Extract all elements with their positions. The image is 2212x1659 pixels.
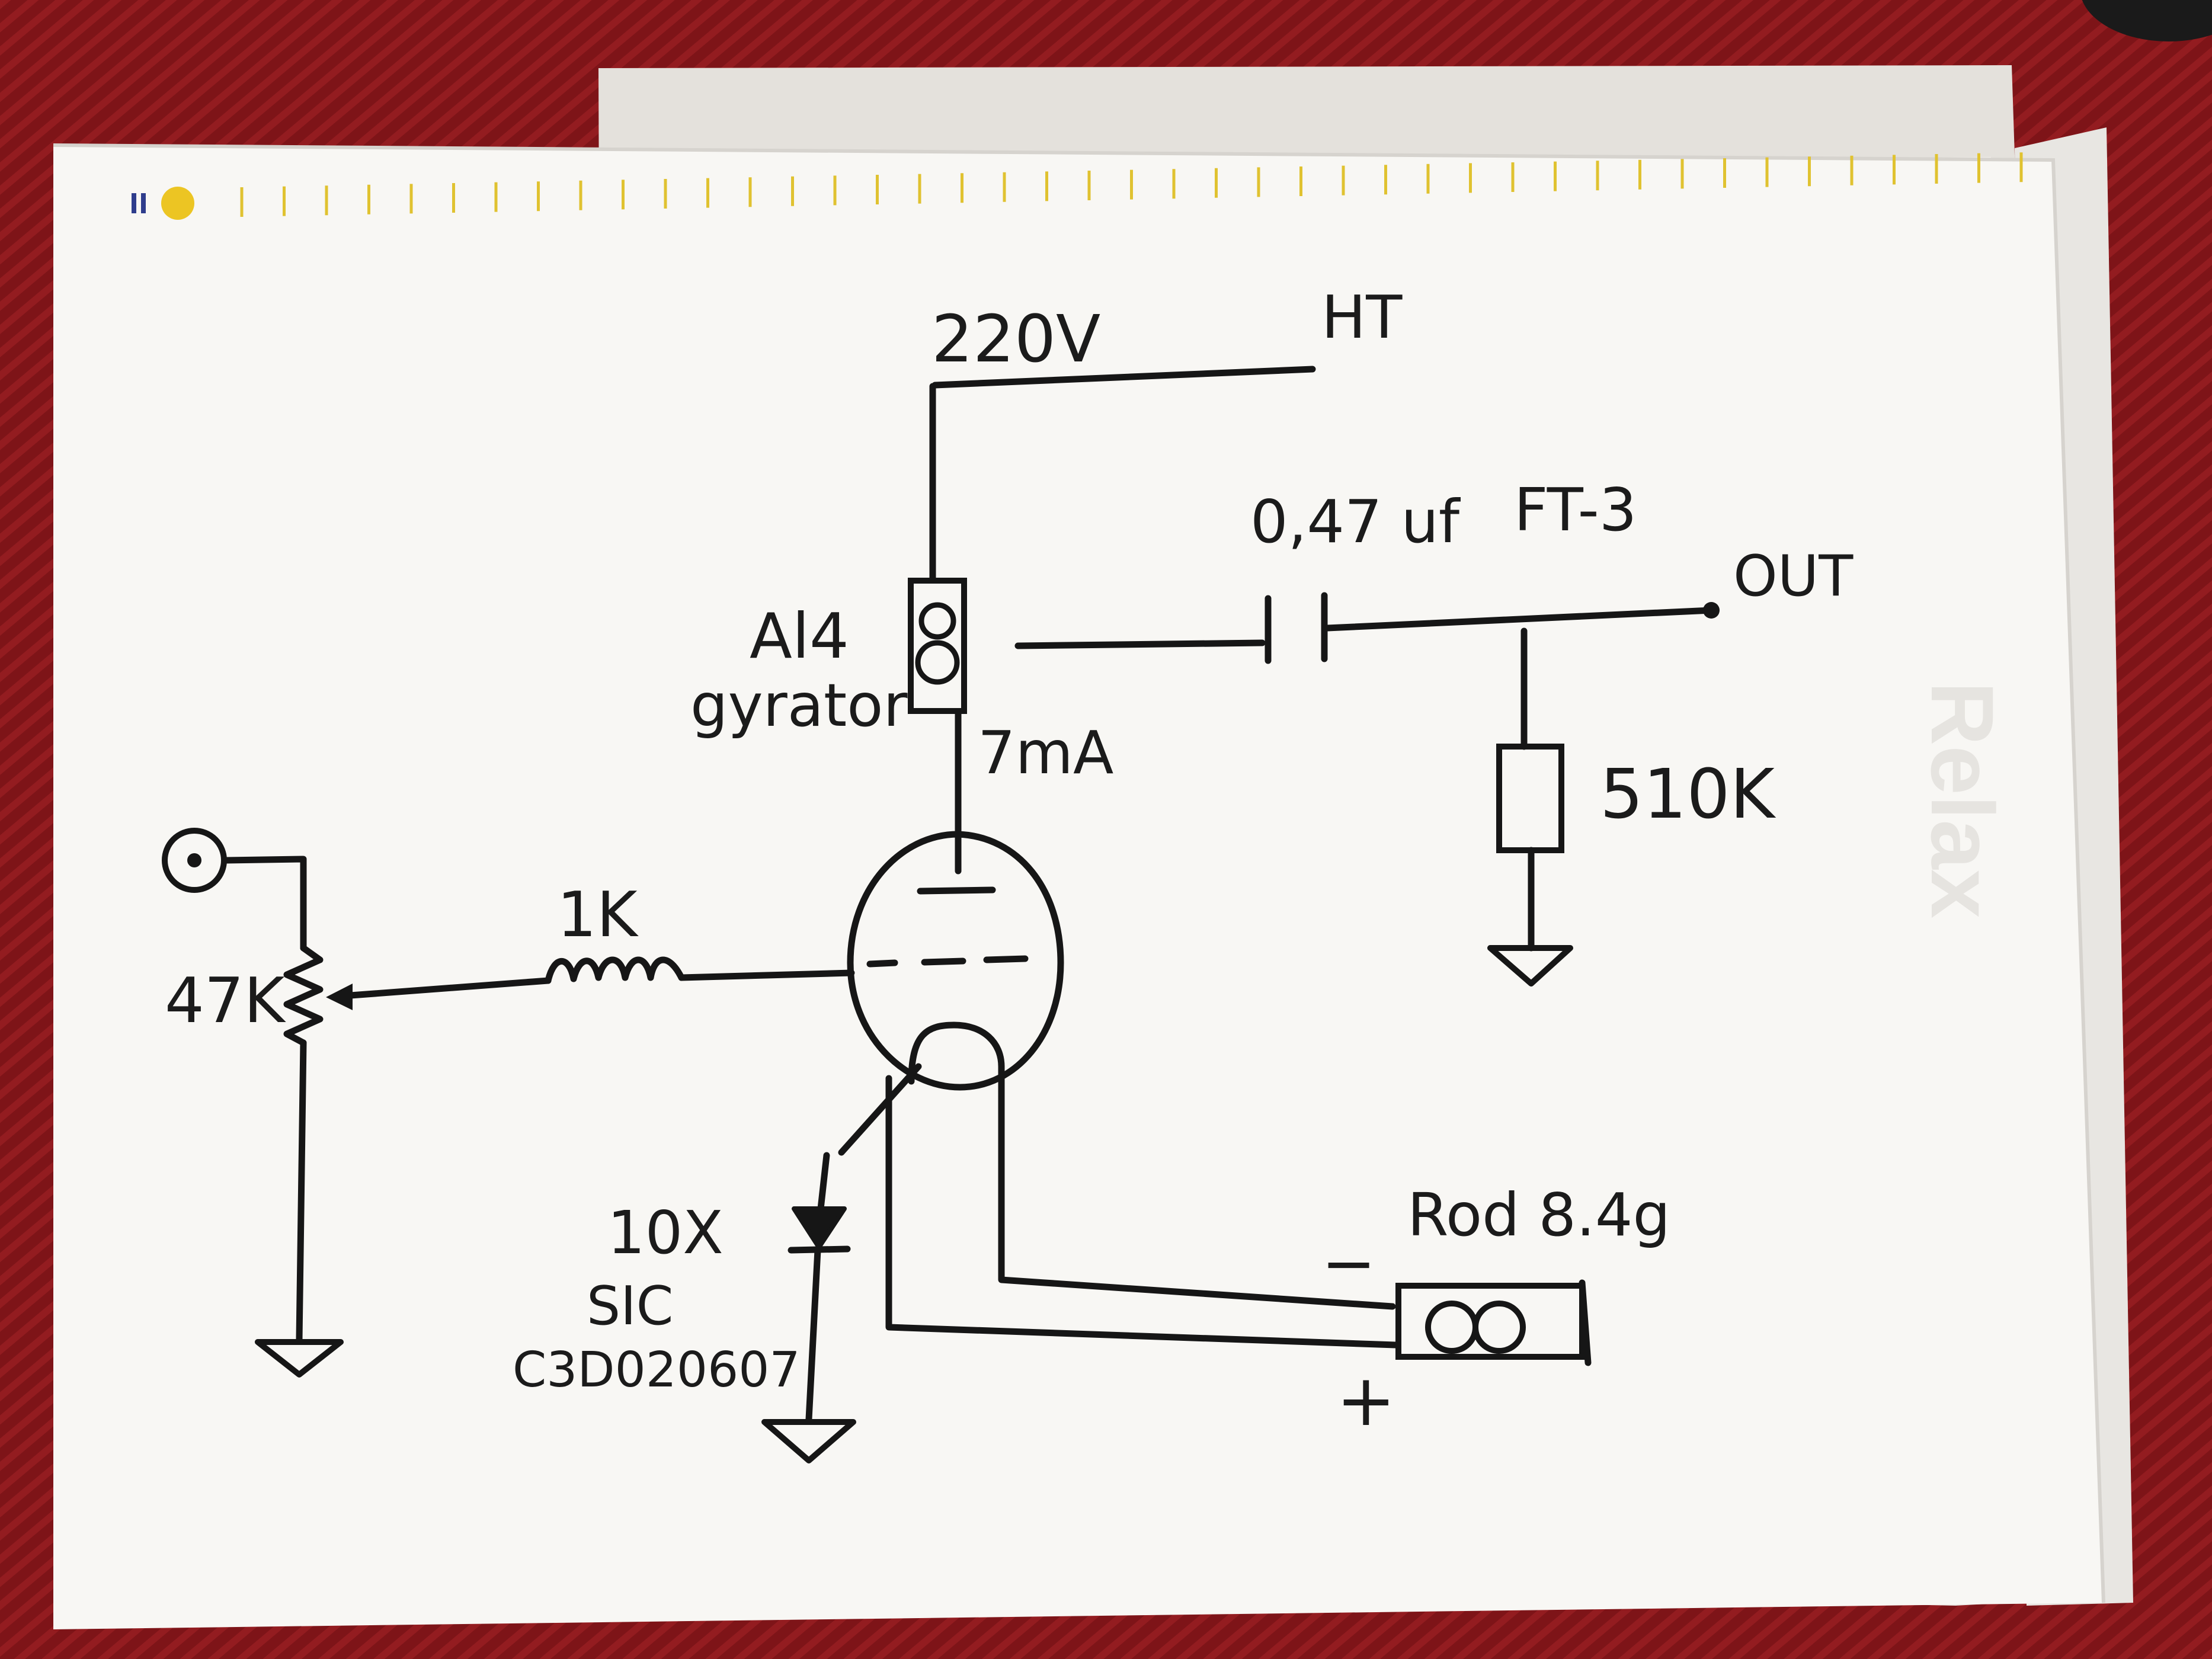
schematic: 220V HT Al4 gyrator 7mA 0,47 uf FT-3 OUT… <box>162 283 1854 1463</box>
resistor-icon <box>545 956 685 984</box>
load-resistor-label: 510K <box>1600 755 1776 834</box>
blue-tab-2 <box>141 193 146 213</box>
wiper-wire <box>331 977 552 1000</box>
input-wire <box>222 856 307 952</box>
grid-resistor-label: 1K <box>557 879 639 951</box>
margin-marks <box>240 152 2023 217</box>
tube-plate-electrode <box>917 886 996 895</box>
triode-tube-icon <box>847 831 1064 1091</box>
capacitor-type-label: FT-3 <box>1514 475 1637 545</box>
cap-right-wire <box>1324 607 1715 632</box>
ground-icon <box>761 1419 856 1463</box>
ht-label: HT <box>1321 283 1403 352</box>
ground-icon <box>255 1339 344 1378</box>
diode-ground-wire <box>805 1247 821 1423</box>
gyrator-type-label: gyrator <box>690 671 908 740</box>
tube-cathode-electrode <box>908 1021 1005 1085</box>
plate-current-label: 7mA <box>978 718 1113 787</box>
cell-minus-wire <box>998 1063 1396 1310</box>
output-terminal-dot <box>1703 602 1720 619</box>
gyrator-box-icon <box>908 578 967 714</box>
paper-sheet <box>53 145 2104 1629</box>
diode-feed-wire <box>838 1063 922 1156</box>
bias-cell-plus: + <box>1336 1360 1396 1442</box>
diode-count-label: 10X <box>607 1198 724 1267</box>
output-label: OUT <box>1733 544 1854 609</box>
potentiometer-icon <box>283 944 324 1046</box>
blue-tab <box>132 193 136 213</box>
bias-cell-icon <box>1395 1279 1592 1366</box>
tube-grid-electrode <box>866 955 1029 968</box>
capacitor-value-label: 0,47 uf <box>1250 487 1461 556</box>
ground-icon <box>1487 945 1573 987</box>
supply-voltage-label: 220V <box>931 301 1100 377</box>
diode-part-label: C3D020607 <box>513 1342 801 1398</box>
supply-rail-wire <box>931 366 1316 389</box>
bias-cell-minus: − <box>1321 1225 1376 1301</box>
potentiometer-label: 47K <box>165 965 287 1037</box>
diode-type-label: SIC <box>587 1275 674 1337</box>
paper-stack: Relax <box>53 65 2133 1629</box>
dark-object-corner <box>2082 0 2212 41</box>
bias-cell-label: Rod 8.4g <box>1407 1180 1670 1250</box>
cell-plus-wire <box>885 1075 1399 1349</box>
wiper-arrow <box>326 984 353 1010</box>
diode-top-wire <box>817 1152 830 1212</box>
paper-watermark-bleed: Relax <box>1913 681 2012 918</box>
gyrator-name-label: Al4 <box>750 600 849 672</box>
grid-wire <box>678 969 855 981</box>
pot-ground-wire <box>296 1039 307 1343</box>
cap-left-wire <box>1014 639 1266 649</box>
yellow-dot <box>161 187 194 220</box>
